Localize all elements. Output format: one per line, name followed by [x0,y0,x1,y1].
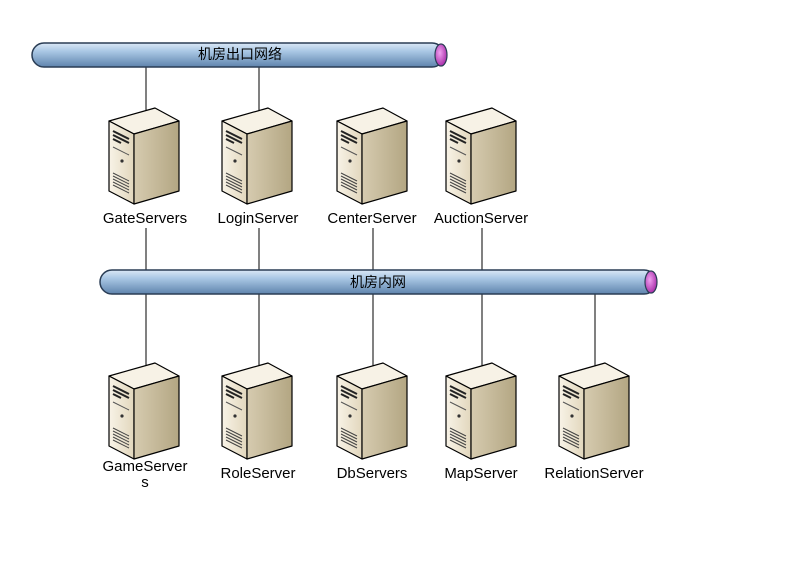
login-server-node: LoginServer [218,107,299,227]
tower-server-icon [558,362,630,460]
relation-server-node: RelationServer [544,362,644,482]
game-servers-node: GameServer s [102,362,188,491]
pipe-end-cap [644,270,658,294]
server-label: RelationServer [544,465,643,482]
tower-server-icon [108,107,180,205]
bottom-server-row: GameServer s RoleServer DbServers MapSer… [102,362,644,491]
tower-server-icon [108,362,180,460]
connector-lines [145,67,596,370]
server-label: CenterServer [327,210,416,227]
server-label: GameServer [102,458,187,475]
internal-network-bus: 机房内网 [99,269,658,295]
tower-server-icon [336,362,408,460]
internal-network-label: 机房内网 [350,275,406,291]
role-server-node: RoleServer [220,362,296,482]
server-label: GateServers [103,210,187,227]
server-label: LoginServer [218,210,299,227]
server-label-line2: s [141,474,149,491]
server-label: AuctionServer [434,210,528,227]
server-label: DbServers [337,465,408,482]
gate-servers-node: GateServers [103,107,187,227]
server-label: MapServer [444,465,517,482]
tower-server-icon [221,362,293,460]
center-server-node: CenterServer [327,107,417,227]
db-servers-node: DbServers [336,362,408,482]
pipe-end-cap [434,43,448,67]
auction-server-node: AuctionServer [434,107,528,227]
external-network-bus: 机房出口网络 [31,42,448,68]
server-label: RoleServer [220,465,295,482]
top-server-row: GateServers LoginServer CenterServer Auc… [103,107,528,227]
tower-server-icon [221,107,293,205]
tower-server-icon [336,107,408,205]
tower-server-icon [445,362,517,460]
external-network-label: 机房出口网络 [198,47,282,63]
map-server-node: MapServer [444,362,518,482]
tower-server-icon [445,107,517,205]
